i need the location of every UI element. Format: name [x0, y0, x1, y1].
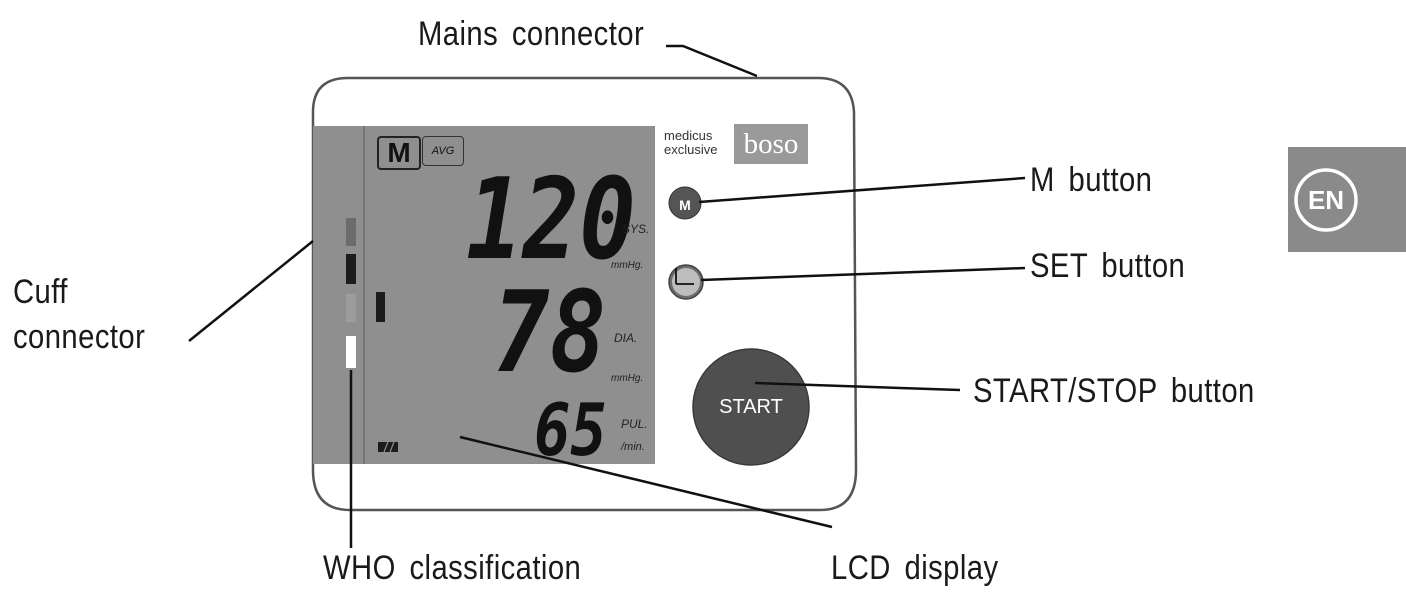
brand-logo: boso — [734, 124, 808, 164]
who-segment-4 — [346, 336, 356, 368]
brand-tagline: medicus exclusive — [664, 129, 717, 157]
who-segment-2 — [346, 254, 356, 284]
clock-icon — [675, 268, 694, 285]
callout-lcd — [459, 435, 833, 529]
who-segment-1 — [346, 218, 356, 246]
label-who-classification: WHO classification — [323, 549, 582, 587]
callout-set-button — [700, 266, 1026, 282]
brand-line2: exclusive — [664, 142, 718, 157]
language-badge-label: EN — [1307, 185, 1345, 215]
dia-unit: mmHg. — [611, 373, 644, 384]
callout-lines — [188, 44, 1026, 548]
language-badge — [1288, 147, 1406, 252]
label-set-button: SET button — [1030, 247, 1186, 285]
start-stop-button[interactable] — [692, 348, 810, 466]
brand-line1: medicus — [664, 128, 713, 143]
pul-unit: /min. — [621, 441, 645, 453]
start-button-label[interactable]: START — [719, 396, 783, 418]
sys-label: SYS. — [622, 222, 650, 236]
callout-start — [754, 381, 961, 392]
systolic-value: 120 — [466, 155, 636, 285]
battery-icon — [378, 441, 398, 453]
label-m-button: M button — [1030, 161, 1153, 199]
lcd-screen — [313, 126, 655, 464]
average-indicator: AVG — [422, 136, 464, 166]
callout-cuff — [188, 240, 314, 342]
label-cuff-connector-line1: Cuff — [13, 273, 68, 311]
label-start-stop-button: START/STOP button — [973, 372, 1255, 410]
callout-m-button — [698, 176, 1026, 204]
label-lcd-display: LCD display — [831, 549, 999, 587]
memory-indicator: M — [377, 136, 421, 170]
diastolic-value: 78 — [493, 268, 607, 398]
pul-label: PUL. — [621, 417, 648, 431]
m-button-label[interactable]: M — [679, 197, 691, 213]
callout-mains — [666, 44, 758, 78]
set-button[interactable] — [668, 264, 704, 300]
language-badge-ring — [1294, 168, 1358, 232]
label-mains-connector: Mains connector — [418, 15, 645, 53]
who-segment-3 — [346, 294, 356, 322]
who-indicator — [376, 292, 385, 322]
sys-unit: mmHg. — [611, 260, 644, 271]
label-cuff-connector-line2: connector — [13, 318, 146, 356]
pulse-value: 65 — [534, 388, 607, 472]
dia-label: DIA. — [614, 331, 638, 345]
